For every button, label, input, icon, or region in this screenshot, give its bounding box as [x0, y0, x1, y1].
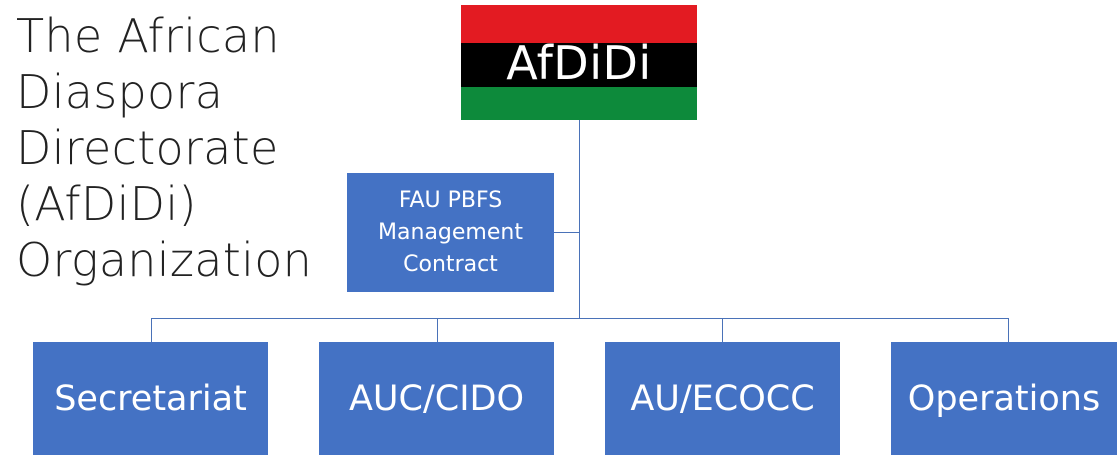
afdidi-flag-logo: AfDiDi	[461, 5, 697, 120]
department-box-au-ecocc: AU/ECOCC	[605, 342, 840, 455]
department-label: AUC/CIDO	[348, 378, 525, 419]
page-title: The African Diaspora Directorate (AfDiDi…	[16, 8, 316, 288]
department-box-operations: Operations	[891, 342, 1117, 455]
contract-line-3: Contract	[403, 251, 498, 277]
title-line-2: Diaspora	[16, 65, 224, 119]
flag-green-band	[461, 87, 697, 120]
contract-line-1: FAU PBFS	[398, 187, 503, 213]
department-label: AU/ECOCC	[630, 378, 815, 419]
title-line-5: Organization	[16, 233, 313, 287]
connector-drop-secretariat	[151, 318, 152, 342]
contract-box: FAU PBFS Management Contract	[347, 173, 554, 292]
connector-drop-au-ecocc	[722, 318, 723, 342]
department-box-secretariat: Secretariat	[33, 342, 268, 455]
connector-horizontal-bus	[151, 318, 1009, 319]
logo-text: AfDiDi	[506, 36, 652, 90]
flag-black-band	[461, 43, 697, 87]
title-line-4: (AfDiDi)	[16, 177, 197, 231]
connector-trunk	[579, 120, 580, 319]
connector-drop-auc-cido	[437, 318, 438, 342]
title-line-1: The African	[16, 9, 280, 63]
contract-line-2: Management	[378, 219, 523, 245]
connector-drop-operations	[1008, 318, 1009, 342]
connector-contract-branch	[554, 232, 580, 233]
department-label: Secretariat	[54, 378, 247, 419]
title-line-3: Directorate	[16, 121, 279, 175]
flag-red-band	[461, 5, 697, 43]
department-label: Operations	[907, 378, 1101, 419]
department-box-auc-cido: AUC/CIDO	[319, 342, 554, 455]
